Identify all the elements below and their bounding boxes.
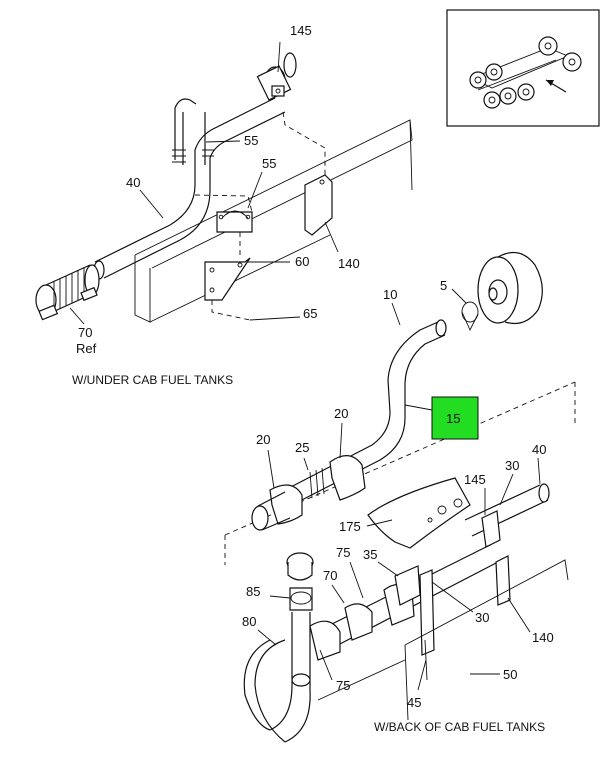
callout-80[interactable]: 80 [242, 614, 256, 629]
callout-145-top[interactable]: 145 [290, 23, 312, 38]
callout-25[interactable]: 25 [295, 440, 309, 455]
callout-70-mid[interactable]: 70 [323, 568, 337, 583]
callout-75-a[interactable]: 75 [336, 545, 350, 560]
callout-60[interactable]: 60 [295, 254, 309, 269]
callout-30-mid[interactable]: 30 [475, 610, 489, 625]
callout-15[interactable]: 15 [446, 411, 460, 426]
callout-5[interactable]: 5 [440, 278, 447, 293]
callout-55-b[interactable]: 55 [262, 156, 276, 171]
callout-55-a[interactable]: 55 [244, 133, 258, 148]
callout-20-b[interactable]: 20 [256, 432, 270, 447]
callout-140-right[interactable]: 140 [532, 630, 554, 645]
callout-75-b[interactable]: 75 [336, 678, 350, 693]
callout-70-top[interactable]: 70 [78, 325, 92, 340]
callout-145-mid[interactable]: 145 [464, 472, 486, 487]
callout-65[interactable]: 65 [303, 306, 317, 321]
vehicle-locator-inset [446, 9, 600, 127]
highlight-box-15[interactable] [431, 396, 479, 440]
callout-10[interactable]: 10 [383, 287, 397, 302]
callout-40-right[interactable]: 40 [532, 442, 546, 457]
callout-50[interactable]: 50 [503, 667, 517, 682]
under-cab-assembly [35, 41, 413, 325]
callout-ref: Ref [76, 341, 97, 356]
callout-20-a[interactable]: 20 [334, 406, 348, 421]
callout-30-top[interactable]: 30 [505, 458, 519, 473]
callout-175[interactable]: 175 [339, 519, 361, 534]
back-of-cab-assembly [224, 251, 576, 743]
callout-85[interactable]: 85 [246, 584, 260, 599]
flex-hose-70 [35, 264, 100, 321]
caption-back-of-cab: W/BACK OF CAB FUEL TANKS [374, 720, 545, 734]
callout-labels: 145 55 55 40 60 140 65 70 Ref 10 5 15 20… [76, 23, 554, 710]
callout-140-top[interactable]: 140 [338, 256, 360, 271]
callout-35[interactable]: 35 [363, 547, 377, 562]
caption-under-cab: W/UNDER CAB FUEL TANKS [72, 373, 233, 387]
callout-45[interactable]: 45 [407, 695, 421, 710]
callout-40-top[interactable]: 40 [126, 175, 140, 190]
